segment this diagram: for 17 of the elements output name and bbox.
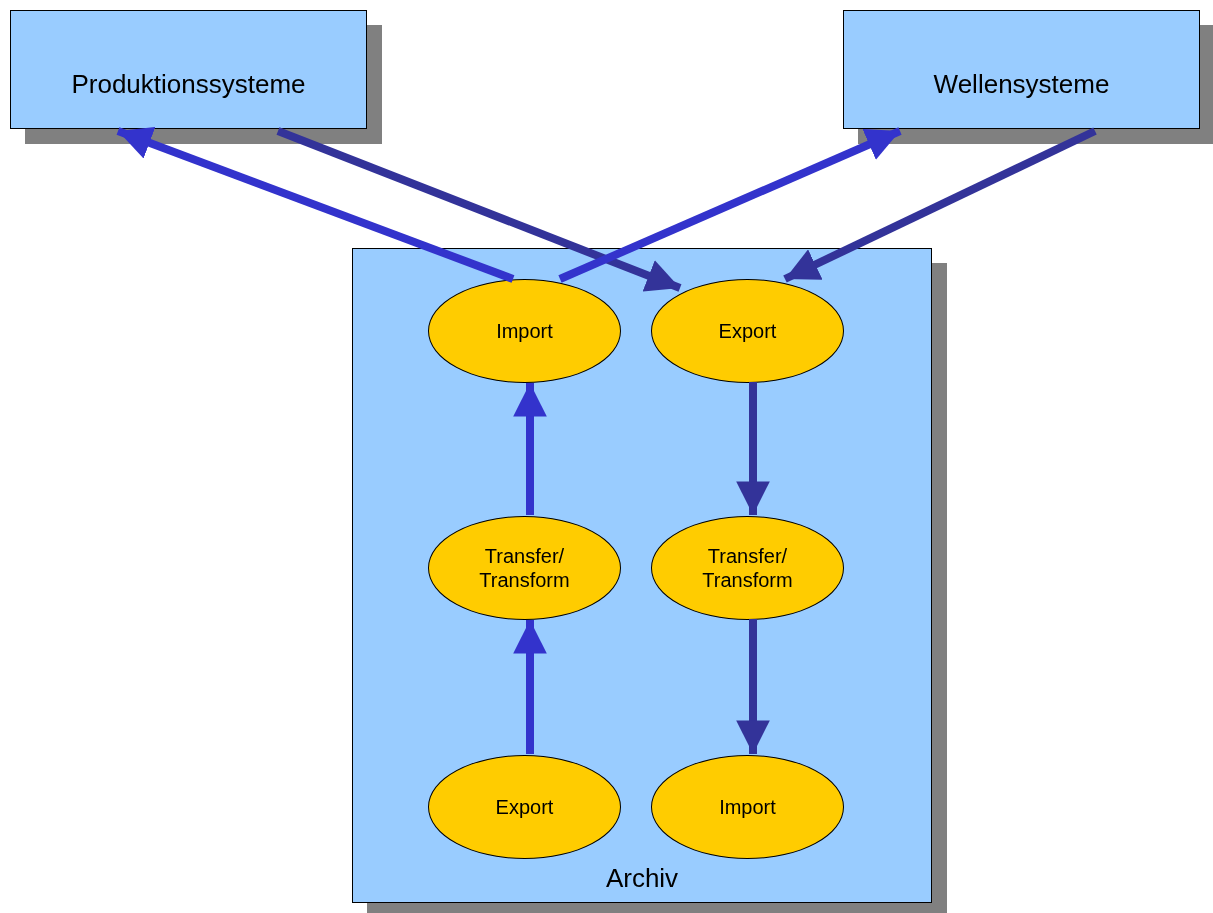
- arrow: [558, 127, 902, 283]
- node-label: Archiv: [604, 862, 680, 894]
- arrow: [513, 620, 547, 754]
- arrow: [116, 127, 515, 283]
- node-label: Export: [717, 319, 778, 343]
- node-label: Export: [494, 795, 555, 819]
- node-label: Transfer/ Transform: [478, 544, 571, 592]
- arrow: [783, 127, 1097, 283]
- node-label: Transfer/ Transform: [701, 544, 794, 592]
- arrow: [513, 383, 547, 515]
- node-label: Import: [495, 319, 554, 343]
- arrow: [736, 619, 770, 754]
- arrow: [736, 382, 770, 515]
- arrow: [276, 127, 682, 292]
- node-label: Wellensysteme: [932, 69, 1111, 101]
- node-label: Produktionssysteme: [70, 69, 307, 101]
- node-label: Import: [718, 795, 777, 819]
